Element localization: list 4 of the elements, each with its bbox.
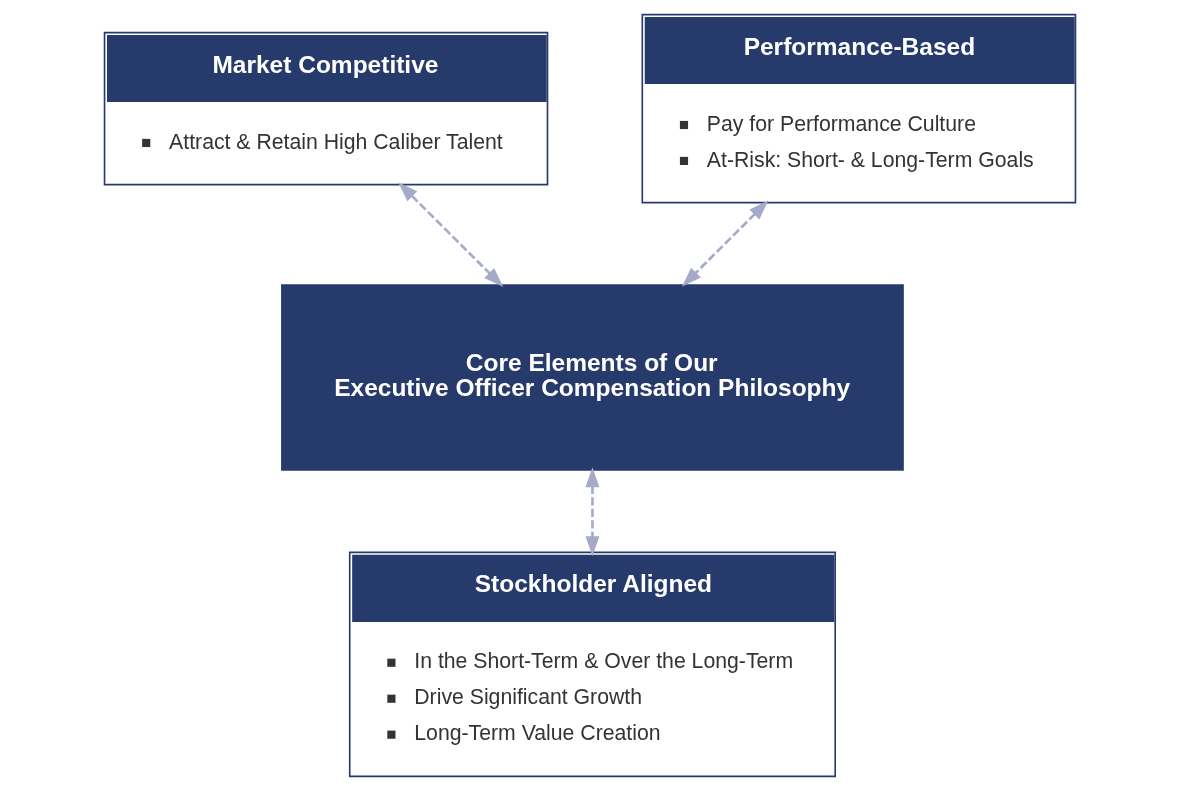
arrow bbox=[584, 467, 599, 557]
node-box: Core Elements of Our Executive Officer Compensation Philosophy bbox=[280, 284, 904, 471]
arrow bbox=[681, 200, 768, 287]
arrow bbox=[397, 182, 503, 288]
